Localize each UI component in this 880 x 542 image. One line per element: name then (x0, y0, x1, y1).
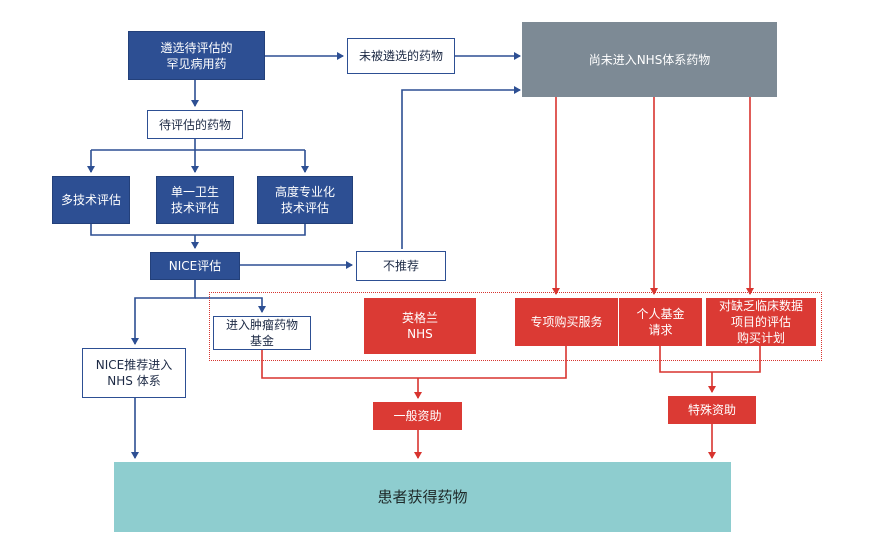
general-funding-node: 一般资助 (373, 402, 462, 430)
patients-access-node: 患者获得药物 (114, 462, 731, 532)
split-nice-to-recommended (131, 280, 196, 345)
nhs-england-node: 英格兰 NHS (364, 298, 476, 354)
branch-pending-to-assessments (90, 139, 306, 172)
nice-recommended-node: NICE推荐进入 NHS 体系 (82, 348, 186, 398)
sta-node: 单一卫生 技术评估 (156, 176, 234, 224)
nice-assessment-node: NICE评估 (150, 252, 240, 280)
evaluation-plan-node: 对缺乏临床数据 项目的评估 购买计划 (706, 298, 816, 346)
not-recommended-node: 不推荐 (356, 251, 446, 281)
funding-channels-group (209, 292, 822, 361)
special-purchase-node: 专项购买服务 (515, 298, 618, 346)
special-funding-node: 特殊资助 (668, 396, 756, 424)
individual-fund-node: 个人基金 请求 (619, 298, 702, 346)
arrow-not-recommended-to-nhs (401, 86, 521, 249)
split-nice-to-cancer-fund (195, 297, 266, 313)
not-in-nhs-node: 尚未进入NHS体系药物 (522, 22, 777, 97)
merge-assessments-to-nice (90, 224, 306, 248)
screen-drugs-node: 遴选待评估的 罕见病用药 (128, 31, 265, 80)
cancer-drugs-fund-node: 进入肿瘤药物 基金 (213, 316, 311, 350)
merge-to-general-funding (261, 346, 567, 398)
pending-assessment-node: 待评估的药物 (147, 110, 243, 139)
not-selected-node: 未被遴选的药物 (347, 38, 455, 74)
mta-node: 多技术评估 (52, 176, 130, 224)
hst-node: 高度专业化 技术评估 (257, 176, 353, 224)
merge-to-special-funding (659, 346, 761, 392)
